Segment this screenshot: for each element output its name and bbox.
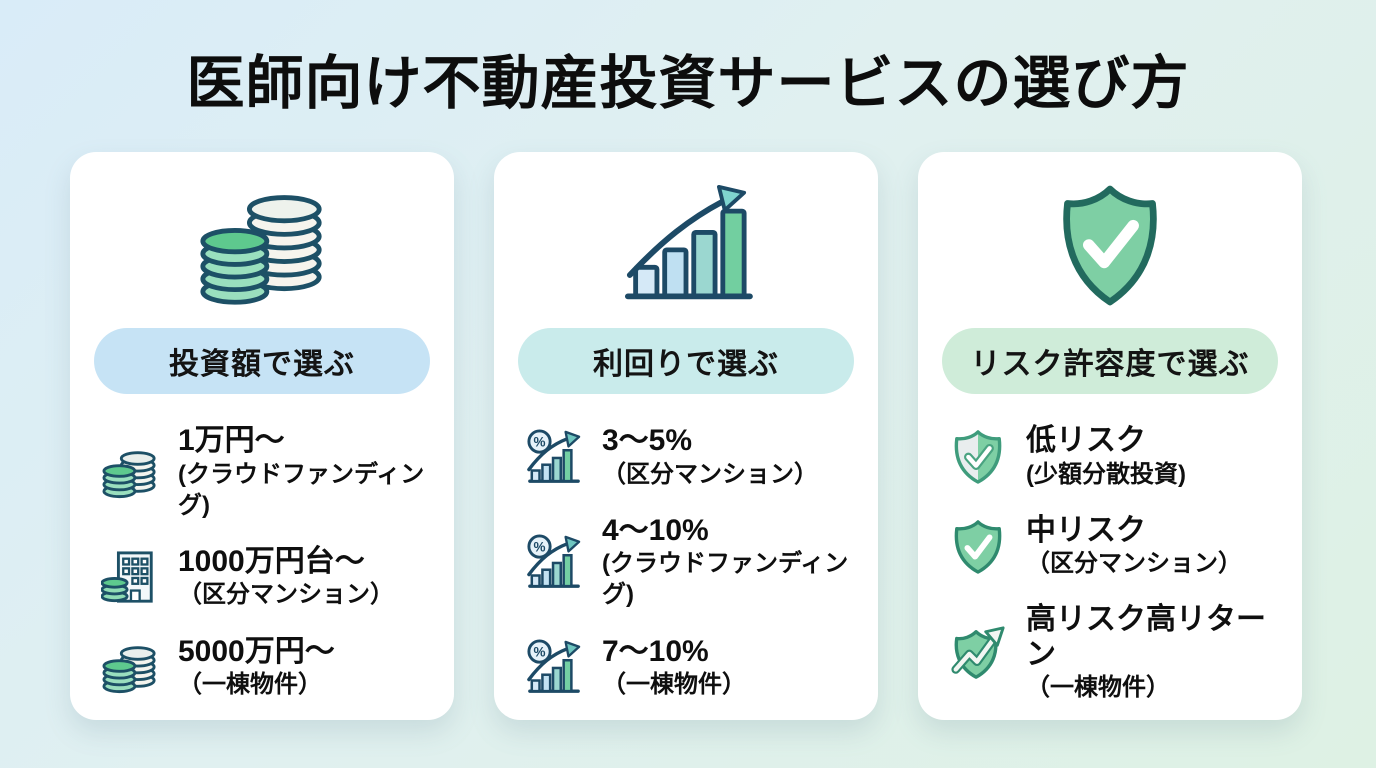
growth-chart-icon [518,178,854,314]
item-title: 1万円〜 [178,424,285,457]
item-subtitle: (クラウドファンディング) [602,550,849,609]
card-by-yield: 利回りで選ぶ [494,152,878,720]
list-item: % 7〜10% （一棟物件） [524,635,854,701]
card-items: % 3〜5% （区分マンション） [518,424,854,700]
item-title: 低リスク [1026,424,1146,457]
list-item: 5000万円〜 （一棟物件） [100,635,430,701]
item-title: 1000万円台〜 [178,544,365,578]
item-title: 高リスク高リターン [1026,603,1266,671]
card-badge: 投資額で選ぶ [94,328,430,394]
shield-check-icon [948,518,1008,576]
building-coins-icon [100,550,160,606]
item-subtitle: （区分マンション） [602,460,818,488]
list-item: % 4〜10% (クラウドファンディング) [524,514,854,611]
svg-text:%: % [534,540,546,555]
card-items: 1万円〜 (クラウドファンディング) [94,424,430,700]
item-title: 7〜10% [602,634,709,668]
shield-trend-arrow-icon [948,624,1008,682]
item-subtitle: （区分マンション） [1026,550,1242,578]
item-subtitle: (クラウドファンディング) [178,460,425,519]
item-subtitle: (少額分散投資) [1026,460,1186,488]
shield-check-icon [942,178,1278,314]
item-title: 5000万円〜 [178,634,335,668]
cards-row: 投資額で選ぶ [70,152,1302,720]
card-items: 低リスク (少額分散投資) 中リスク （区分マンション） [942,424,1278,704]
item-subtitle: （一棟物件） [602,671,746,699]
list-item: 1万円〜 (クラウドファンディング) [100,424,430,521]
item-subtitle: （一棟物件） [1026,674,1170,702]
card-badge: 利回りで選ぶ [518,328,854,394]
list-item: 低リスク (少額分散投資) [948,424,1278,490]
page-title: 医師向け不動産投資サービスの選び方 [186,51,1190,116]
coin-stacks-icon [100,444,160,500]
card-badge: リスク許容度で選ぶ [942,328,1278,394]
list-item: 高リスク高リターン （一棟物件） [948,603,1278,703]
list-item: 中リスク （区分マンション） [948,514,1278,580]
svg-text:%: % [534,434,546,449]
card-by-investment-amount: 投資額で選ぶ [70,152,454,720]
percent-growth-icon: % [524,534,584,590]
item-subtitle: （区分マンション） [178,581,394,609]
list-item: 1000万円台〜 （区分マンション） [100,545,430,611]
item-subtitle: （一棟物件） [178,671,322,699]
item-title: 3〜5% [602,424,693,457]
coin-stacks-icon [100,639,160,695]
card-badge-label: 利回りで選ぶ [593,348,779,381]
card-badge-label: 投資額で選ぶ [169,348,355,381]
item-title: 4〜10% [602,513,709,547]
svg-text:%: % [534,645,546,660]
percent-growth-icon: % [524,639,584,695]
coin-stacks-icon [94,178,430,314]
list-item: % 3〜5% （区分マンション） [524,424,854,490]
item-title: 中リスク [1026,513,1146,547]
card-badge-label: リスク許容度で選ぶ [970,348,1250,381]
card-by-risk-tolerance: リスク許容度で選ぶ 低リスク [918,152,1302,720]
shield-half-check-icon [948,428,1008,486]
percent-growth-icon: % [524,429,584,485]
